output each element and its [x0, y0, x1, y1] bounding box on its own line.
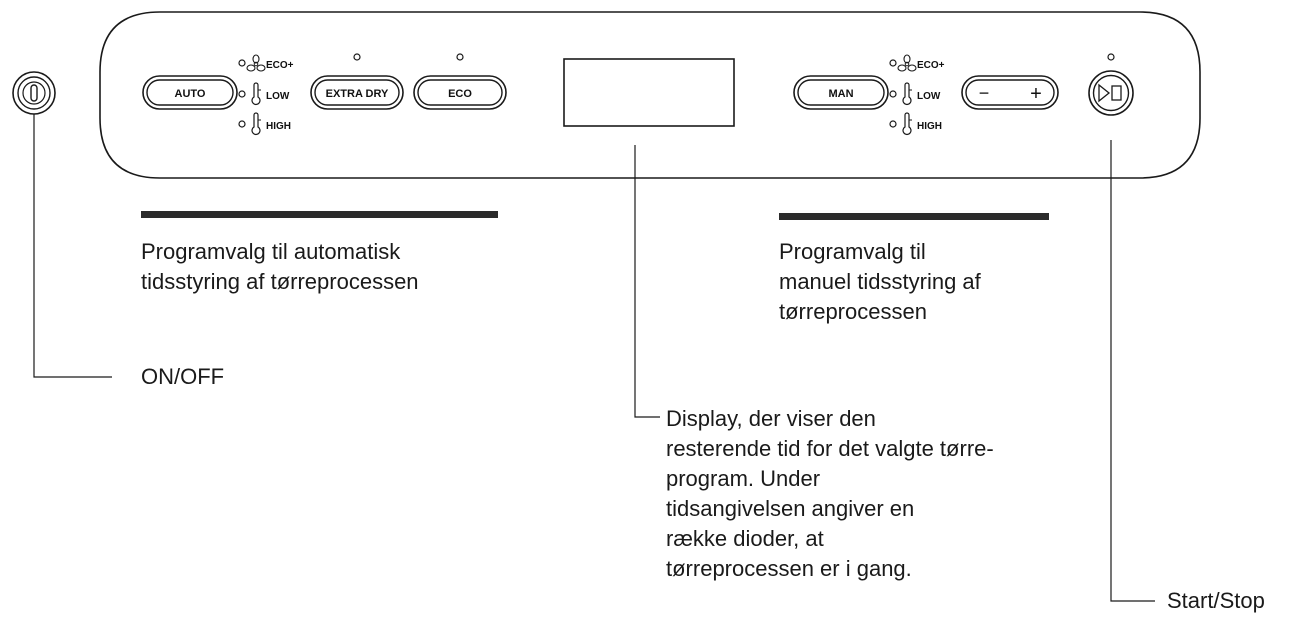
indicator-led [238, 90, 246, 98]
power-icon [30, 84, 38, 102]
manual-program-caption: Programvalg til manuel tidsstyring af tø… [779, 237, 981, 327]
caption-line: resterende tid for det valgte tørre- [666, 436, 994, 461]
indicator-led [238, 120, 246, 128]
svg-text:+: + [1030, 83, 1042, 105]
display-leader-line [634, 145, 660, 418]
start-stop-button[interactable] [1088, 70, 1134, 116]
extra-dry-button[interactable]: EXTRA DRY [310, 75, 404, 110]
caption-line: række dioder, at [666, 526, 824, 551]
power-knob[interactable] [12, 71, 56, 115]
on-off-leader-line [33, 114, 112, 378]
indicator-label-high: HIGH [917, 121, 942, 132]
indicator-led [889, 120, 897, 128]
on-off-caption: ON/OFF [141, 362, 224, 392]
auto-section-bar [141, 211, 498, 218]
thermometer-icon [251, 82, 261, 105]
fan-icon [246, 54, 266, 72]
display-caption: Display, der viser den resterende tid fo… [666, 404, 994, 584]
start-stop-led [1107, 53, 1115, 61]
indicator-led [889, 59, 897, 67]
thermometer-icon [251, 112, 261, 135]
start-stop-caption: Start/Stop [1167, 586, 1265, 616]
minus-icon[interactable]: − [979, 83, 990, 103]
caption-line: tørreprocessen [779, 299, 927, 324]
indicator-label-eco-plus: ECO+ [266, 60, 294, 71]
auto-program-caption: Programvalg til automatisk tidsstyring a… [141, 237, 419, 297]
manual-indicators: ECO+ LOW HIGH [889, 54, 945, 135]
auto-button[interactable]: AUTO [142, 75, 238, 110]
caption-line: tidsstyring af tørreprocessen [141, 269, 419, 294]
thermometer-icon [902, 82, 912, 105]
caption-line: tørreprocessen er i gang. [666, 556, 912, 581]
indicator-label-low: LOW [266, 91, 290, 102]
fan-icon [897, 54, 917, 72]
caption-line: Programvalg til [779, 239, 926, 264]
eco-button-label: ECO [448, 88, 472, 100]
manual-section-bar [779, 213, 1049, 220]
man-button-label: MAN [828, 88, 853, 100]
caption-line: Display, der viser den [666, 406, 876, 431]
panel-outline [99, 11, 1201, 179]
indicator-led [238, 59, 246, 67]
thermometer-icon [902, 112, 912, 135]
time-adjust-button[interactable]: − + [961, 75, 1059, 110]
caption-line: Start/Stop [1167, 588, 1265, 613]
eco-button[interactable]: ECO [413, 75, 507, 110]
eco-led [456, 53, 464, 61]
caption-line: ON/OFF [141, 364, 225, 389]
time-display [563, 58, 735, 127]
caption-line: program. Under [666, 466, 821, 491]
auto-button-label: AUTO [175, 88, 206, 100]
start-stop-leader-line [1110, 140, 1155, 602]
play-pause-icon [1098, 83, 1122, 103]
caption-line: Programvalg til automatisk [141, 239, 401, 264]
indicator-label-eco-plus: ECO+ [917, 60, 945, 71]
plus-icon[interactable]: + [1030, 83, 1042, 105]
extra-dry-led [353, 53, 361, 61]
man-button[interactable]: MAN [793, 75, 889, 110]
caption-line: tidsangivelsen angiver en [666, 496, 915, 521]
caption-line: manuel tidsstyring af [779, 269, 981, 294]
indicator-led [889, 90, 897, 98]
svg-text:−: − [979, 83, 990, 103]
extra-dry-button-label: EXTRA DRY [326, 88, 389, 100]
auto-indicators: ECO+ LOW HIGH [238, 54, 294, 135]
indicator-label-high: HIGH [266, 121, 291, 132]
indicator-label-low: LOW [917, 91, 941, 102]
